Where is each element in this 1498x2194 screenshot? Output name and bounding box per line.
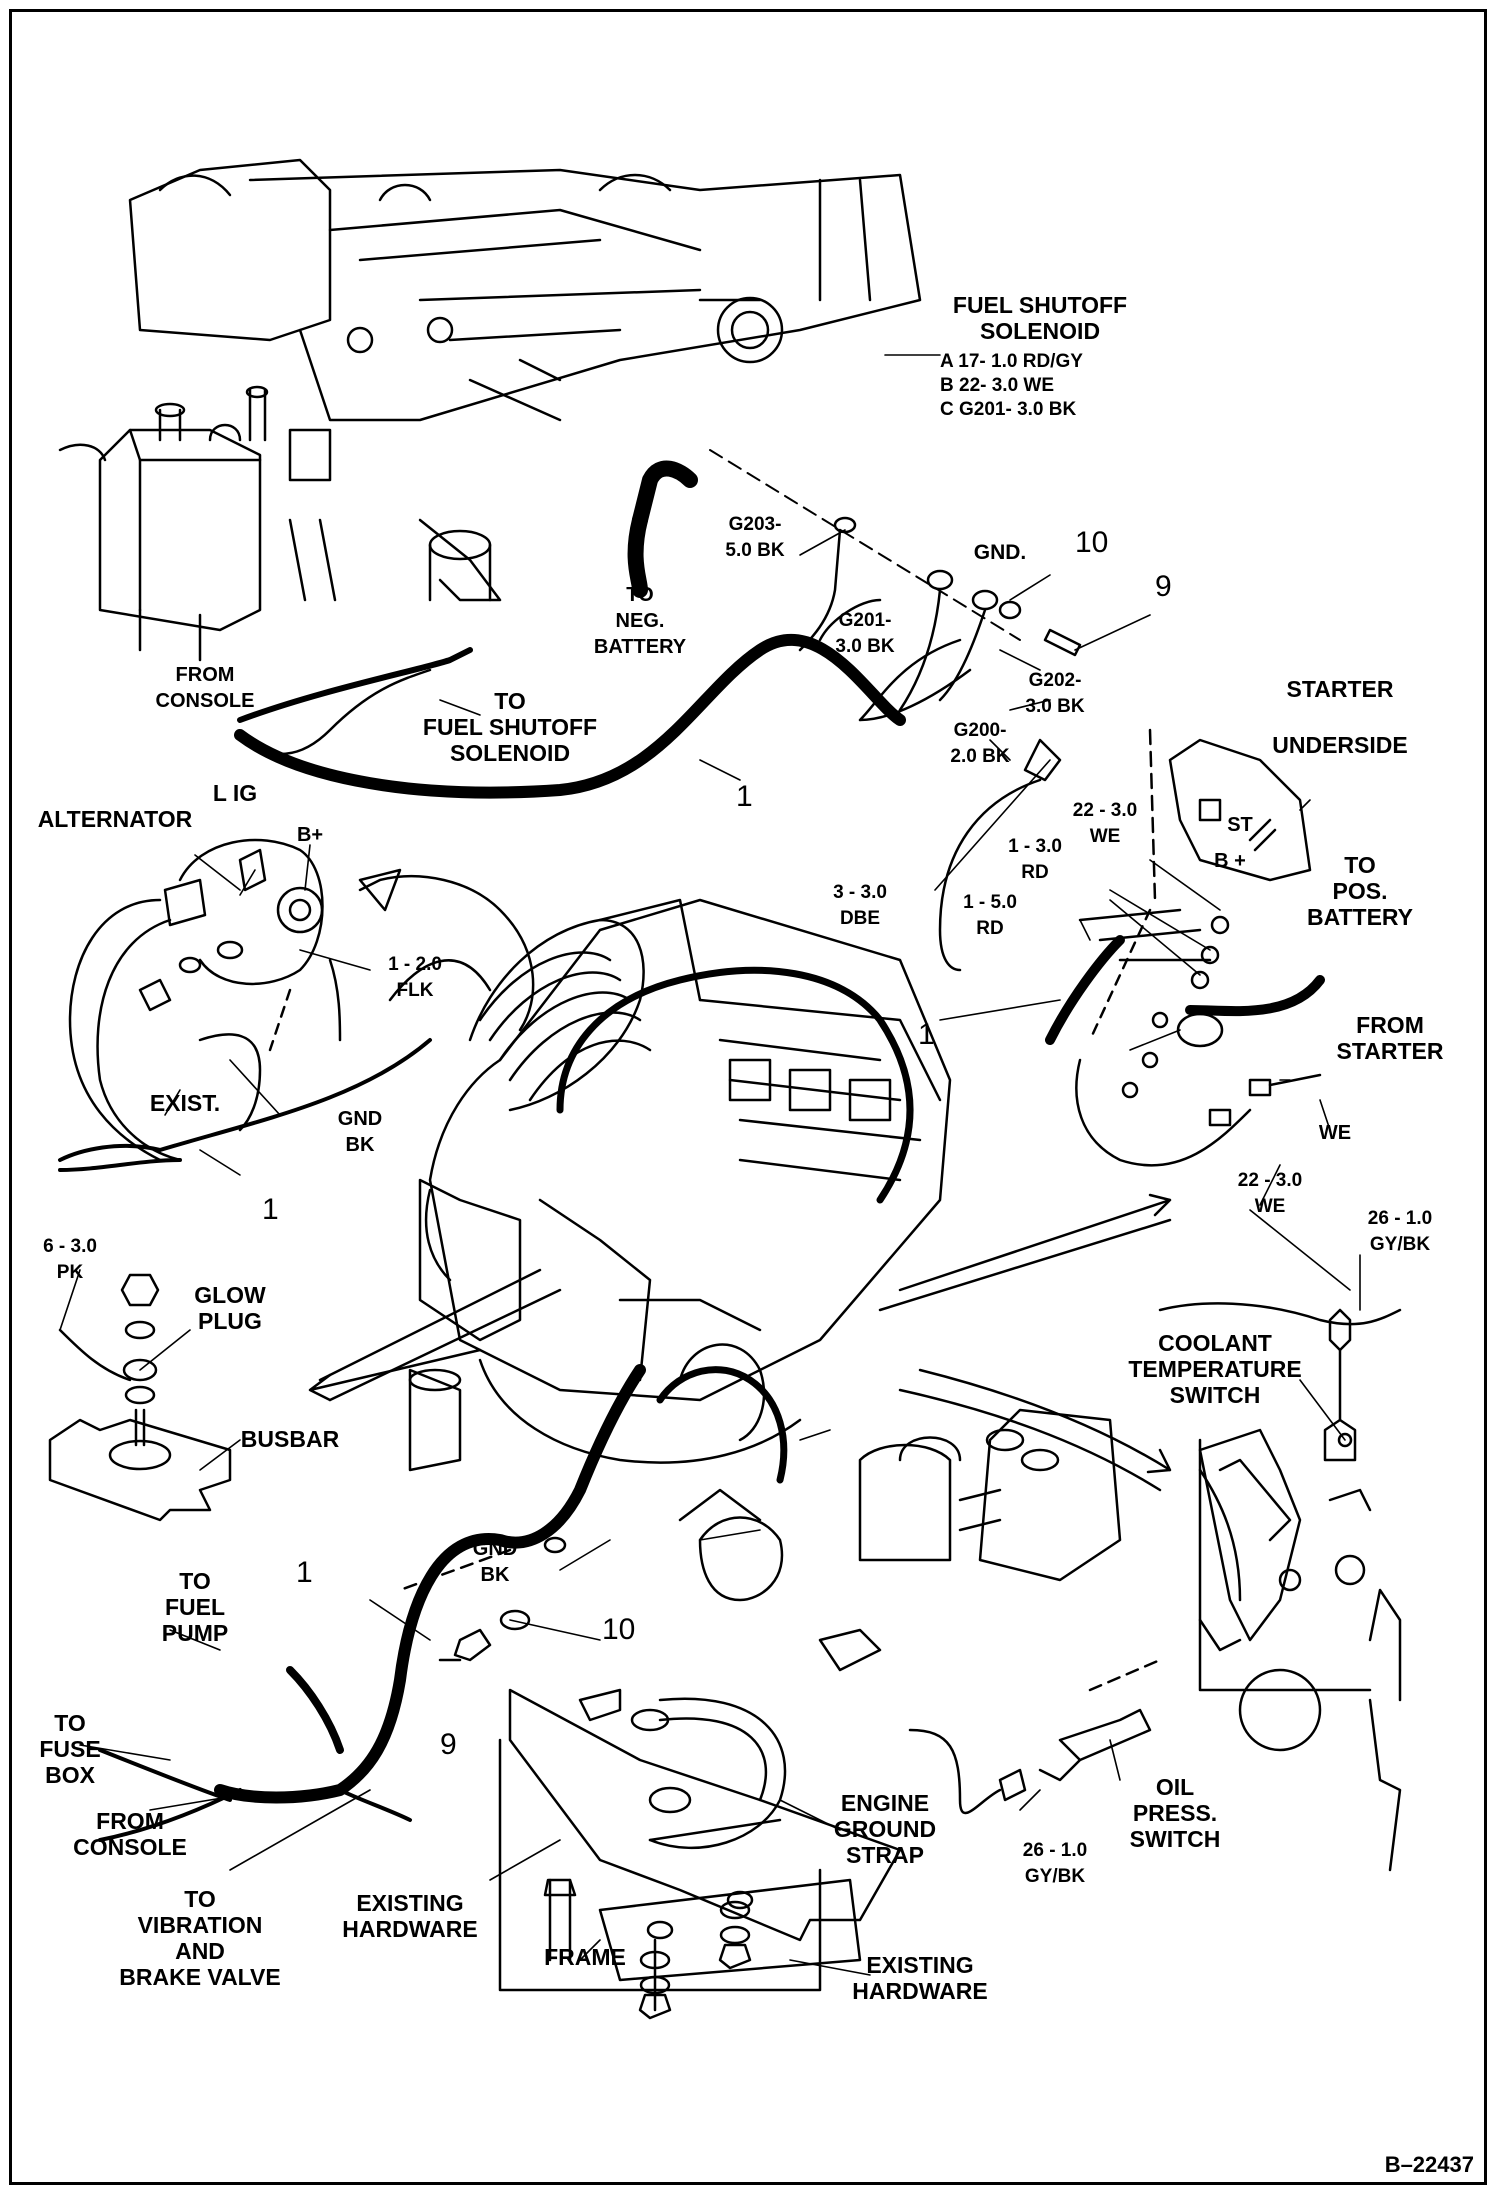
label-coolant-temperature-switch: COOLANT TEMPERATURE SWITCH — [1128, 1330, 1302, 1408]
label-fuel-shutoff-wire-b: B 22- 3.0 WE — [940, 375, 1055, 396]
label-from-starter: FROM STARTER — [1336, 1012, 1444, 1064]
figure-id: B–22437 — [1384, 2152, 1474, 2177]
central-engine — [408, 898, 1122, 1672]
label-from-console-top: FROM CONSOLE — [155, 664, 255, 712]
callout-1-top: 1 — [736, 780, 753, 813]
callout-10-top: 10 — [1075, 526, 1109, 559]
coolant-switch-assembly — [1158, 1302, 1402, 1872]
alternator-assembly — [58, 838, 535, 1172]
callout-1-starter: 1 — [918, 1018, 935, 1051]
diagram-border — [9, 9, 1487, 2185]
label-gnd-bk-mid: GND BK — [472, 1538, 518, 1586]
leader-lines — [59, 354, 1361, 1976]
label-to-vibration-brake-valve: TO VIBRATION AND BRAKE VALVE — [119, 1886, 281, 1990]
label-st: ST — [1227, 814, 1253, 836]
engine-harness-loop — [556, 966, 914, 1204]
label-26-gybk-top: 26 - 1.0 GY/BK — [1367, 1208, 1433, 1255]
label-g200: G200- 2.0 BK — [950, 720, 1010, 767]
callout-9-top: 9 — [1155, 570, 1172, 603]
label-alternator: ALTERNATOR — [37, 806, 193, 832]
label-we-single: WE — [1318, 1122, 1352, 1144]
label-6-pk: 6 - 3.0 PK — [43, 1236, 97, 1283]
engine-top-assembly — [128, 158, 922, 422]
label-engine-ground-strap: ENGINE GROUND STRAP — [833, 1790, 937, 1868]
label-fuel-shutoff-wire-a: A 17- 1.0 RD/GY — [940, 351, 1083, 372]
label-gnd-top: GND. — [973, 541, 1027, 564]
label-l-ig: L IG — [212, 780, 258, 806]
label-busbar: BUSBAR — [240, 1426, 340, 1452]
label-1-5-rd: 1 - 5.0 RD — [963, 892, 1017, 939]
label-b-plus-alt: B+ — [296, 824, 324, 846]
label-fuel-shutoff-solenoid: FUEL SHUTOFF SOLENOID — [952, 292, 1128, 344]
label-to-pos-battery: TO POS. BATTERY — [1306, 852, 1414, 930]
label-existing-hardware-right: EXISTING HARDWARE — [852, 1952, 988, 2004]
label-g201: G201- 3.0 BK — [835, 610, 895, 657]
label-from-console-bottom: FROM CONSOLE — [73, 1808, 187, 1860]
callout-1-bottom: 1 — [296, 1556, 313, 1589]
label-gnd-bk-alt: GND BK — [337, 1108, 383, 1156]
label-22-we-bottom: 22 - 3.0 WE — [1237, 1170, 1303, 1217]
label-g202: G202- 3.0 BK — [1025, 670, 1085, 717]
label-flk: 1 - 2.0 FLK — [388, 954, 442, 1001]
label-exist: EXIST. — [149, 1090, 221, 1116]
label-oil-press-switch: OIL PRESS. SWITCH — [1129, 1774, 1221, 1852]
oil-switch-assembly — [908, 1658, 1162, 1815]
label-glow-plug: GLOW PLUG — [194, 1282, 266, 1334]
label-existing-hardware-left: EXISTING HARDWARE — [342, 1890, 478, 1942]
label-underside: UNDERSIDE — [1272, 732, 1408, 758]
label-1-3-rd: 1 - 3.0 RD — [1008, 836, 1062, 883]
label-26-gybk-bottom: 26 - 1.0 GY/BK — [1022, 1840, 1088, 1887]
ground-strap-assembly — [398, 1536, 902, 2020]
label-starter: STARTER — [1286, 676, 1394, 702]
label-g203: G203- 5.0 BK — [725, 514, 785, 561]
label-b-plus-starter: B + — [1214, 850, 1246, 872]
label-22-we-top: 22 - 3.0 WE — [1072, 800, 1138, 847]
starter-assembly — [938, 728, 1325, 1167]
callout-9-bottom: 9 — [440, 1728, 457, 1761]
callout-10-bottom: 10 — [602, 1613, 636, 1646]
label-fuel-shutoff-wire-c: C G201- 3.0 BK — [940, 399, 1077, 420]
label-to-fuse-box: TO FUSE BOX — [39, 1710, 101, 1788]
callout-1-alternator: 1 — [262, 1193, 279, 1226]
upper-left-filter-box — [58, 385, 502, 662]
label-3-dbe: 3 - 3.0 DBE — [833, 882, 887, 929]
label-to-fuel-pump: TO FUEL PUMP — [161, 1568, 229, 1646]
glow-plug-assembly — [48, 1273, 232, 1522]
main-harness-top — [234, 634, 906, 799]
label-to-neg-battery: TO NEG. BATTERY — [593, 584, 687, 658]
label-to-fuel-shutoff: TO FUEL SHUTOFF SOLENOID — [422, 688, 598, 766]
label-frame: FRAME — [544, 1944, 626, 1970]
